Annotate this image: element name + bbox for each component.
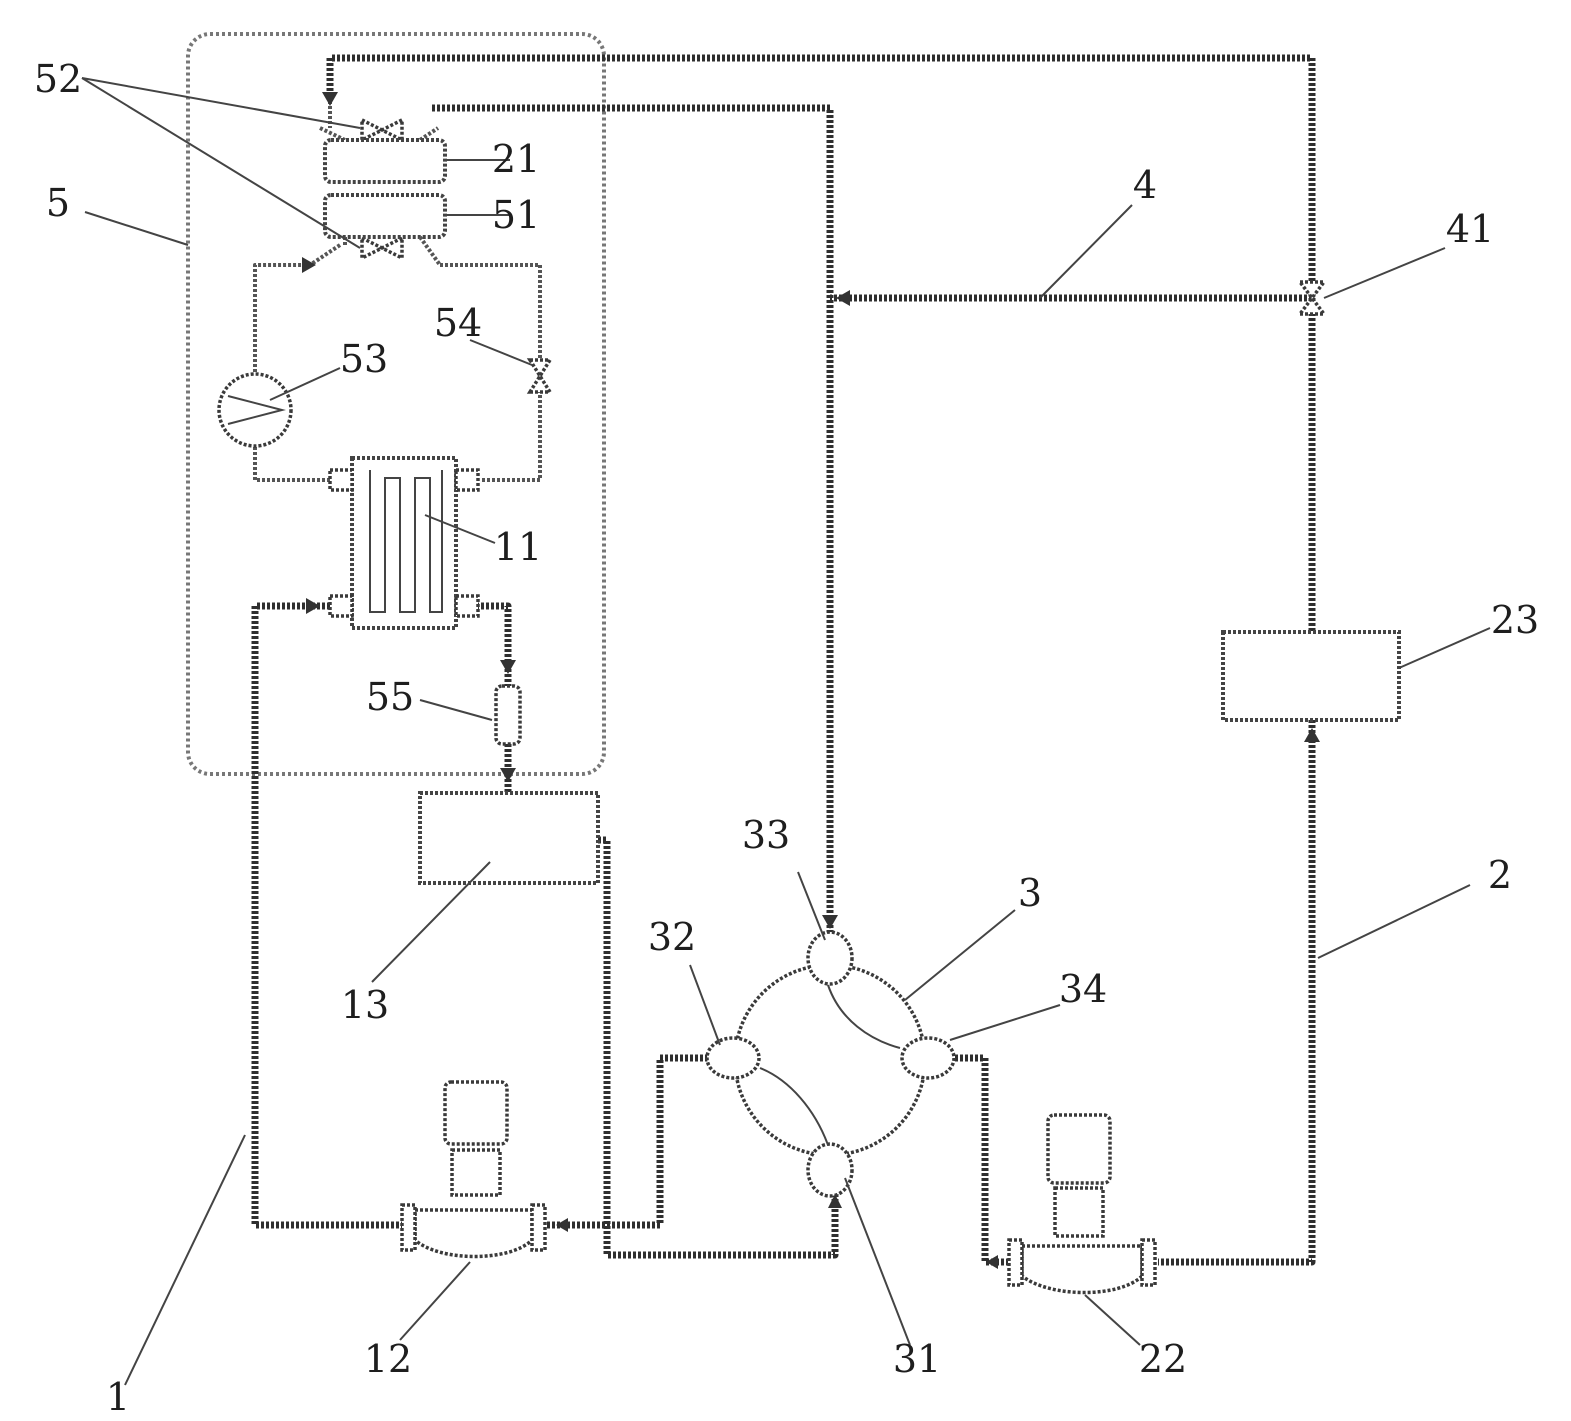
label-32: 32	[648, 915, 696, 959]
exchanger-51	[325, 195, 445, 237]
label-3: 3	[1018, 871, 1042, 915]
tank-13	[420, 793, 598, 883]
valve-41[interactable]	[1300, 282, 1324, 314]
label-13: 13	[341, 983, 389, 1027]
pipe-11-to-55	[476, 606, 508, 686]
label-41: 41	[1446, 207, 1494, 251]
pipe-34-to-22	[955, 1058, 1008, 1262]
leader-lines	[82, 78, 1490, 1385]
port-31	[808, 1144, 852, 1196]
label-21: 21	[492, 137, 540, 181]
ref-pipe-left	[255, 245, 340, 388]
label-23: 23	[1491, 598, 1539, 642]
label-1: 1	[106, 1375, 130, 1419]
valve-52-top[interactable]	[362, 120, 402, 140]
expansion-valve-54[interactable]	[530, 360, 550, 392]
loop-2-top-pipe	[330, 58, 1312, 632]
label-31: 31	[893, 1337, 941, 1381]
label-54: 54	[434, 301, 482, 345]
label-22: 22	[1139, 1337, 1187, 1381]
label-53: 53	[340, 337, 388, 381]
port-34	[902, 1038, 954, 1078]
ref-pipe-right	[440, 265, 540, 480]
exchanger-21	[325, 140, 445, 182]
label-33: 33	[742, 813, 790, 857]
label-55: 55	[366, 675, 414, 719]
valve-52-bottom[interactable]	[362, 238, 402, 258]
port-33	[808, 932, 852, 984]
label-34: 34	[1059, 967, 1107, 1011]
compressor-53[interactable]	[219, 374, 291, 446]
unit-23	[1223, 632, 1399, 720]
label-51: 51	[492, 193, 540, 237]
filter-55	[496, 686, 520, 744]
label-2: 2	[1488, 853, 1512, 897]
port-32	[707, 1038, 759, 1078]
label-12: 12	[364, 1337, 412, 1381]
four-way-valve-3[interactable]	[707, 932, 954, 1196]
pipe-12-to-32	[547, 1058, 710, 1225]
pump-12[interactable]	[402, 1082, 545, 1257]
label-5: 5	[46, 181, 70, 225]
label-4: 4	[1133, 163, 1157, 207]
label-11: 11	[494, 525, 542, 569]
pump-22[interactable]	[1009, 1115, 1155, 1293]
loop-2-right-pipe	[1158, 720, 1312, 1262]
heat-exchanger-11	[330, 458, 478, 628]
label-52: 52	[34, 57, 82, 101]
